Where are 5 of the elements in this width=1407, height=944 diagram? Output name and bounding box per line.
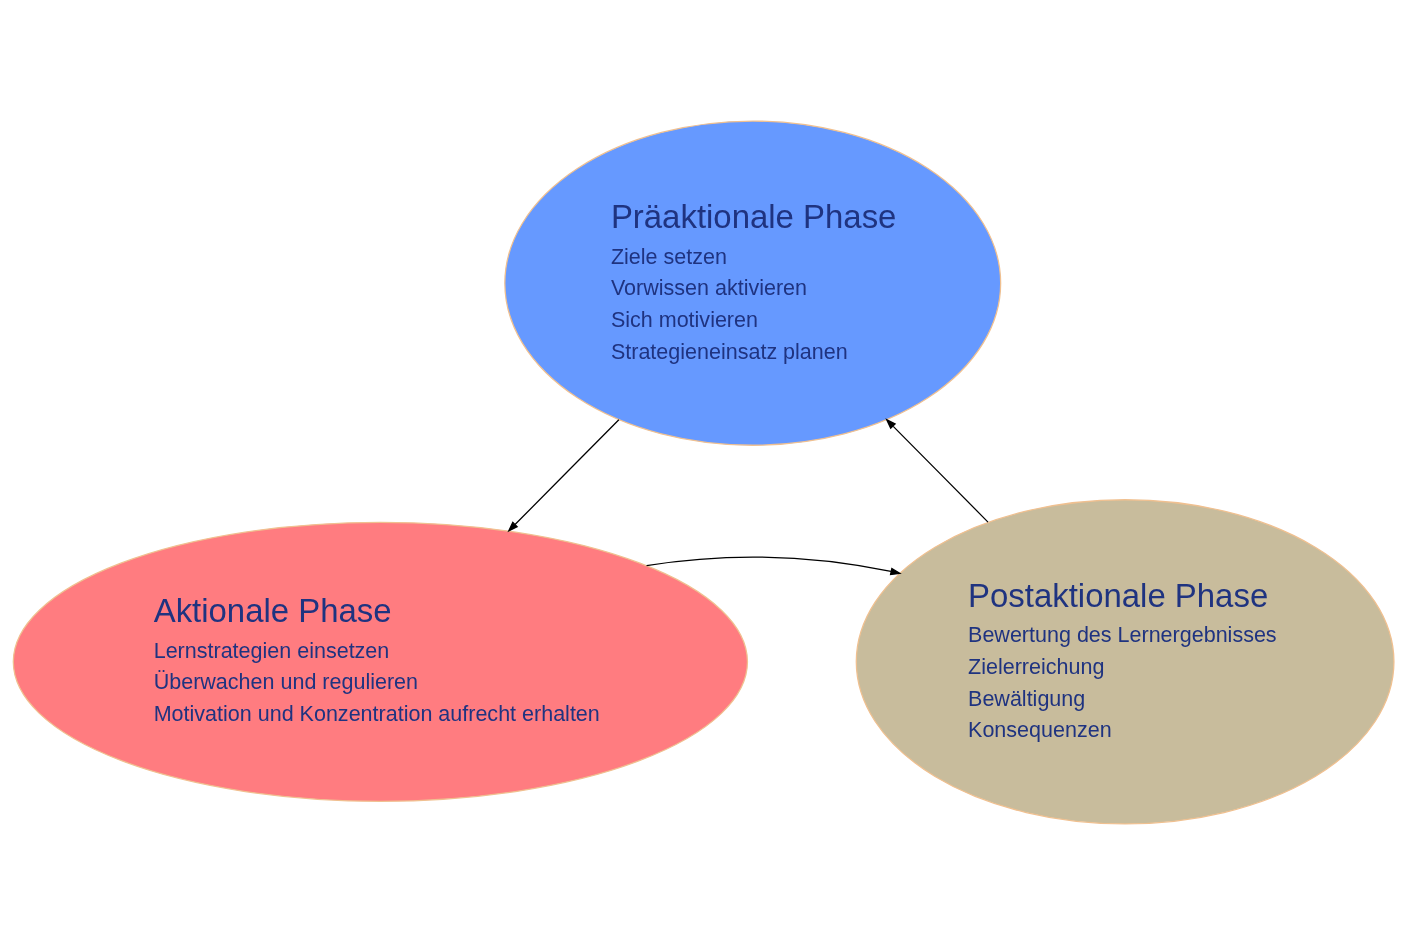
arrow [645,555,902,575]
arrow [507,418,620,532]
arrow [885,417,989,523]
node-ellipse: Präaktionale Phase Ziele setzen Vorwissen aktivieren Sich motivieren Strategieneinsatz planen [504,119,1002,446]
node-ellipse: Postaktionale Phase Bewertung des Lernergebnisses Zielerreichung Bewältigung Konsequenzen [855,498,1395,825]
